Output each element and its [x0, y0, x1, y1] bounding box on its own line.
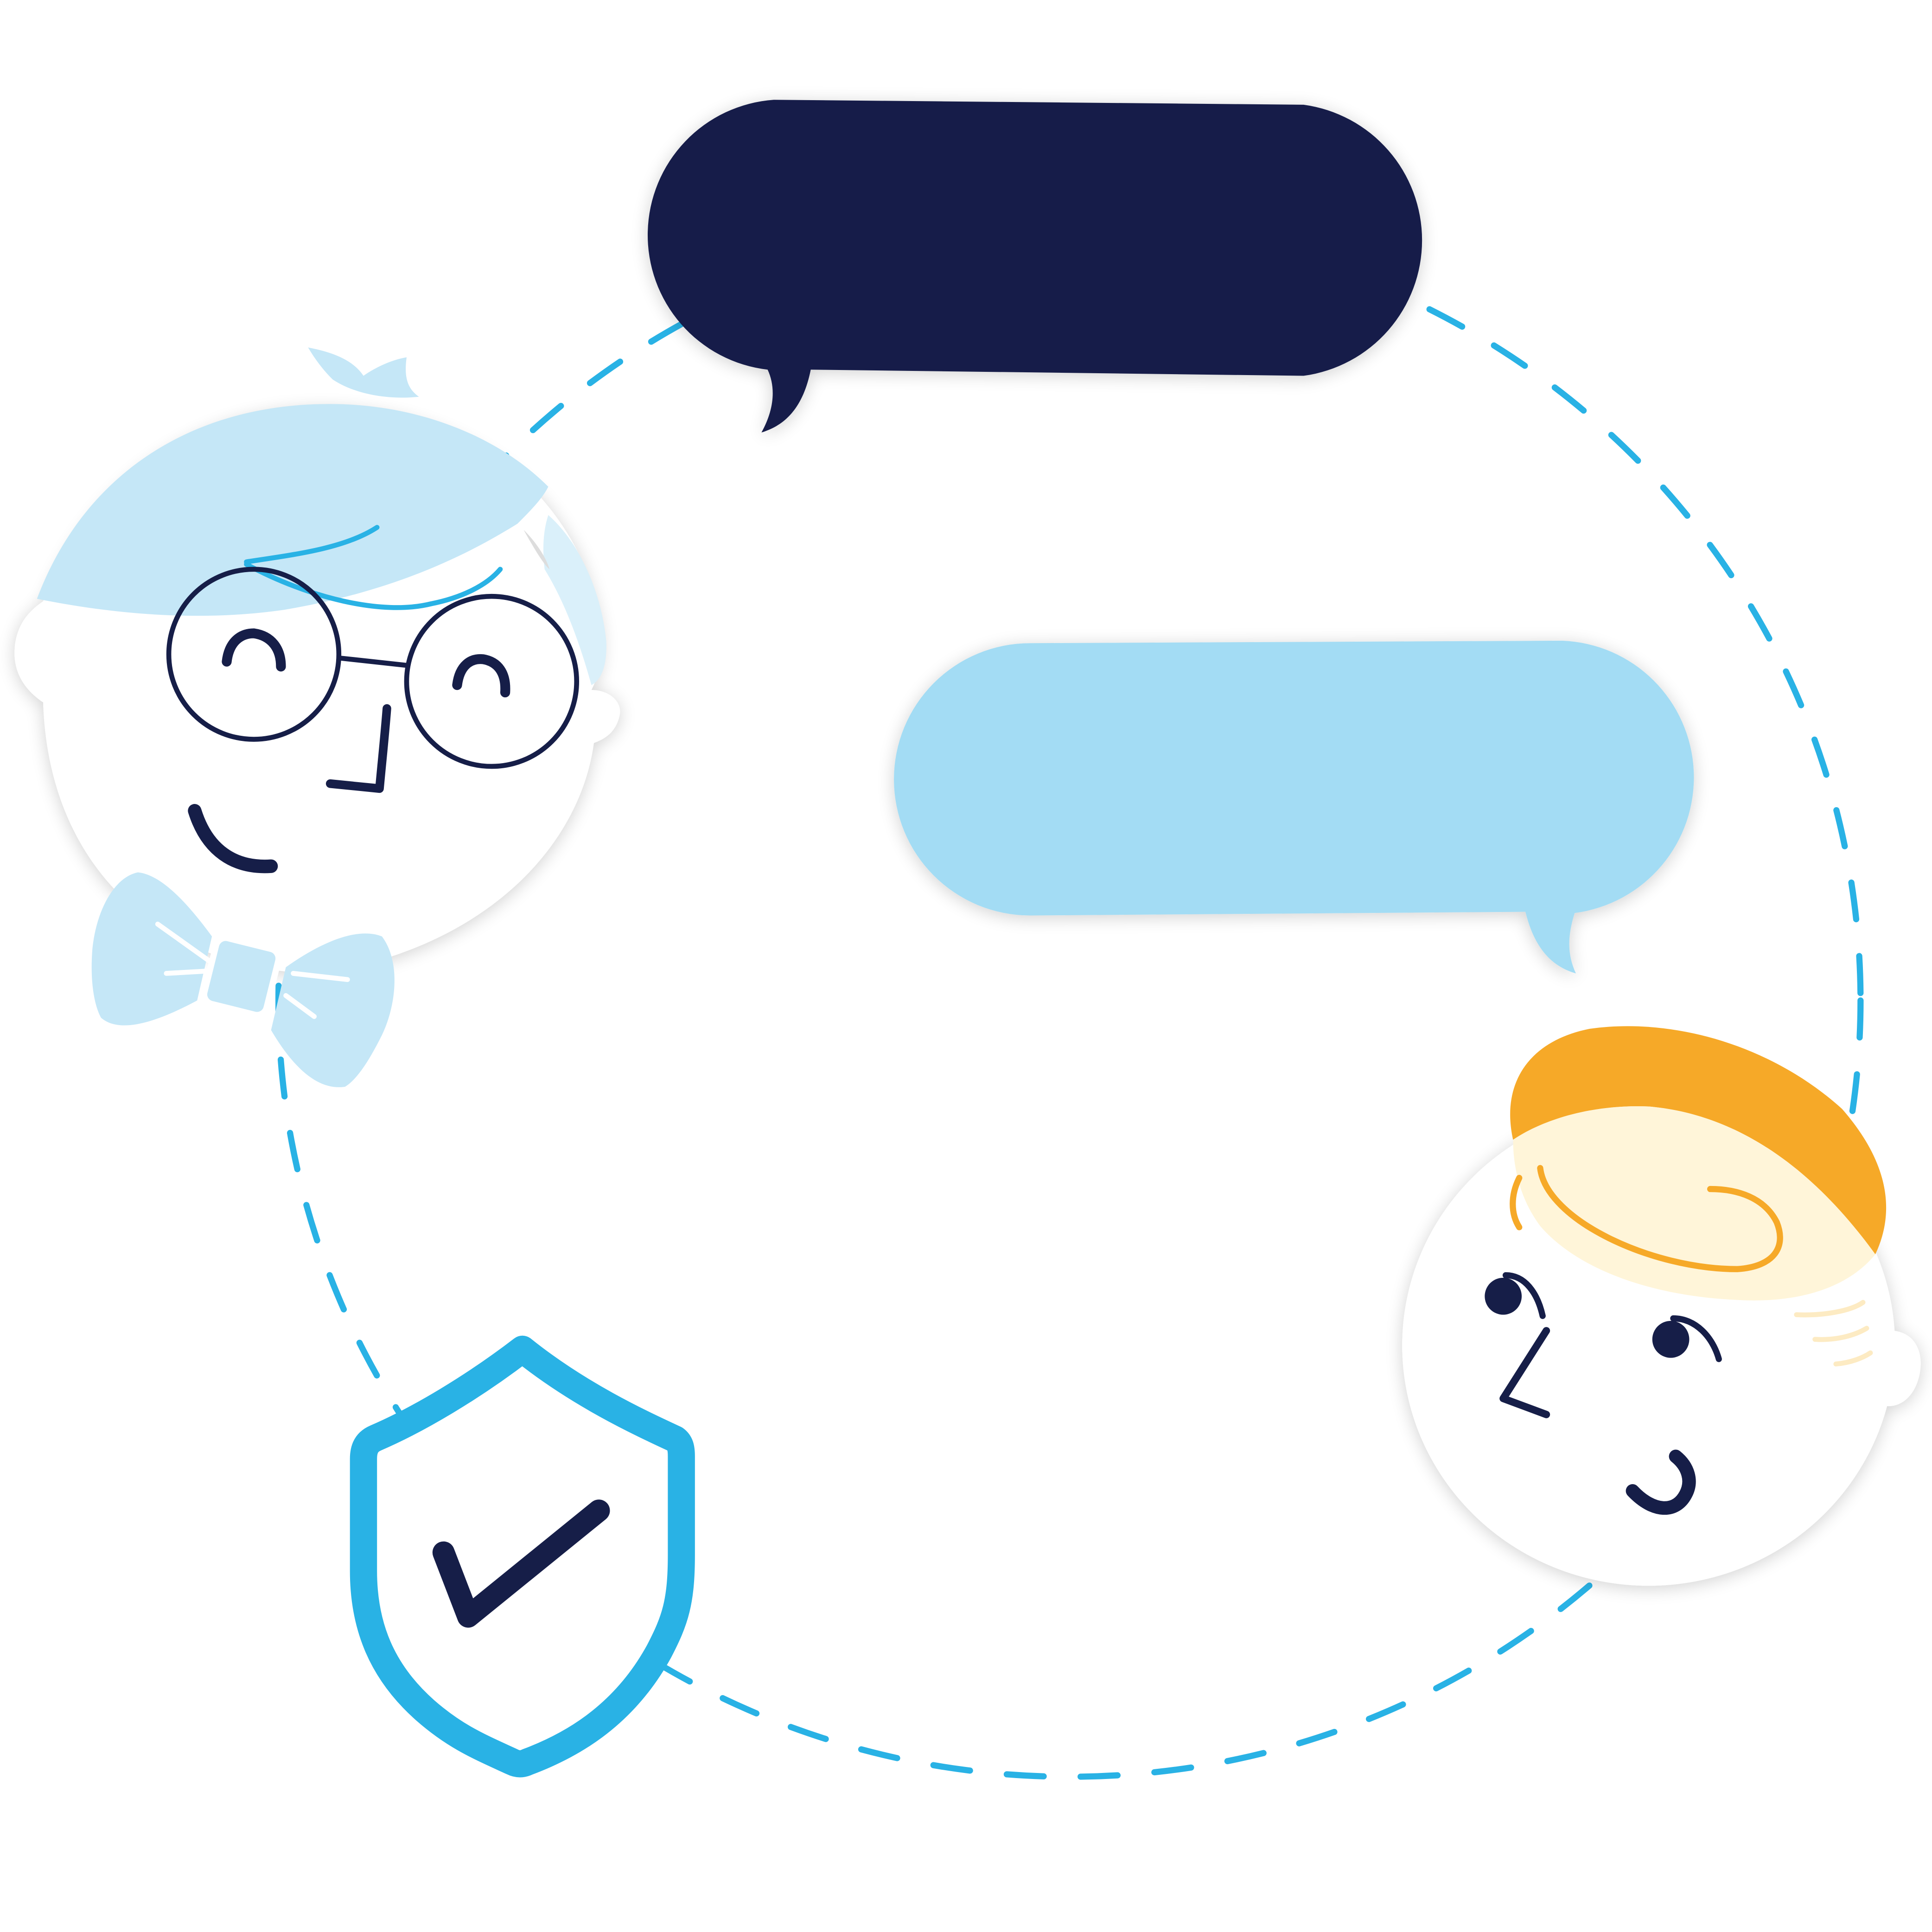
mouth-left-character — [188, 804, 278, 874]
glasses — [166, 567, 580, 769]
character-orange-cap — [1402, 1026, 1921, 1586]
eyes-left-character — [222, 628, 510, 698]
bowtie — [91, 872, 395, 1087]
cheek-lines — [1794, 1300, 1873, 1367]
cap — [1510, 1026, 1887, 1301]
shield-check-icon — [350, 1335, 695, 1778]
hair-left — [37, 347, 606, 685]
speech-bubble-navy — [647, 100, 1422, 433]
character-glasses-bowtie — [14, 347, 620, 1087]
mouth-right-character — [1626, 1449, 1696, 1515]
nose-right-character — [1499, 1327, 1550, 1418]
speech-bubble-light-blue — [894, 640, 1694, 974]
nose-left-character — [325, 704, 391, 793]
eyes-right-character — [1485, 1272, 1722, 1362]
